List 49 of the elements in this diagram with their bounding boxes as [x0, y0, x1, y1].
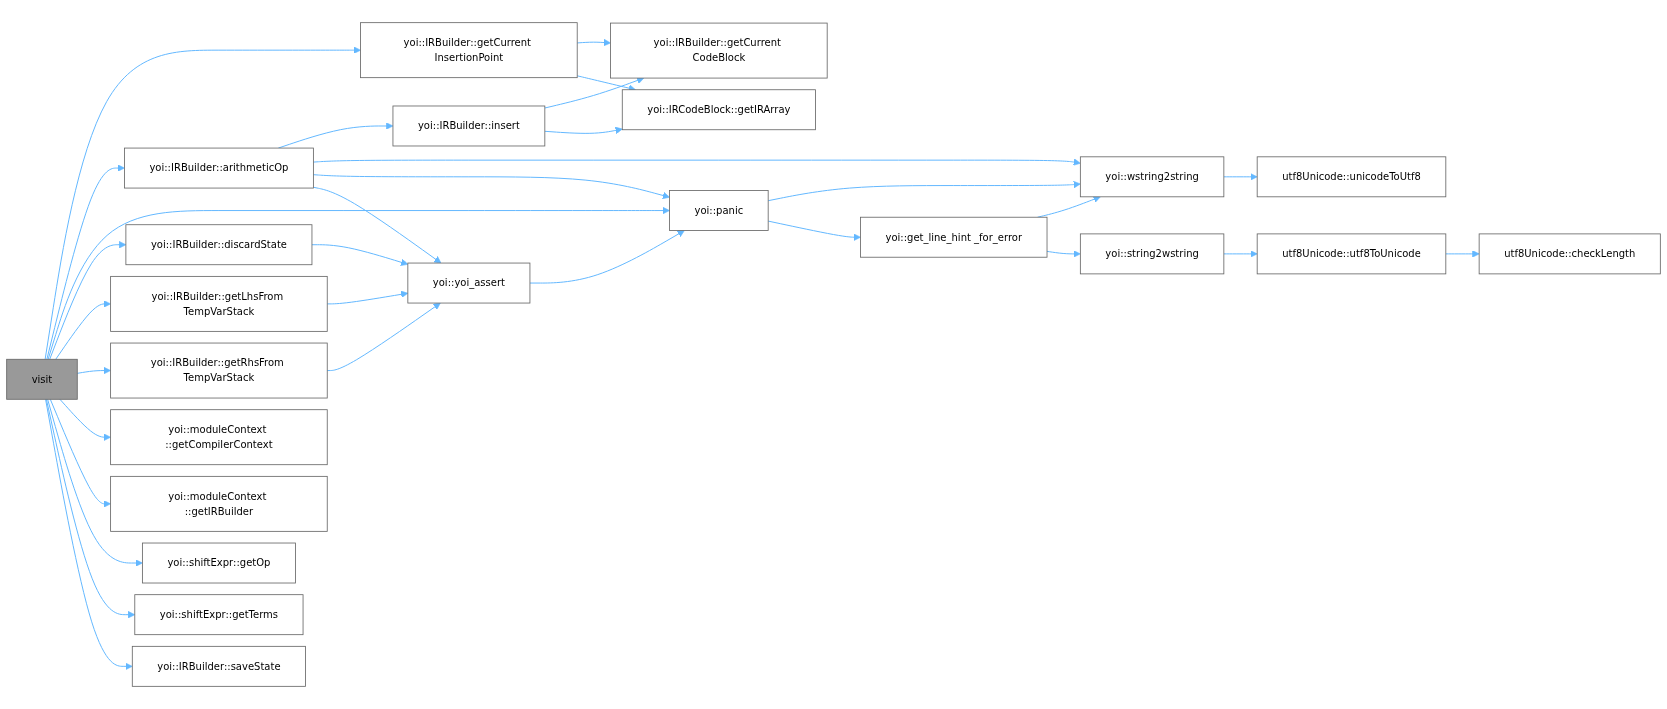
node-box: yoi::IRBuilder::insert: [392, 105, 546, 147]
node-box: visit: [6, 358, 78, 400]
node-box: yoi::IRBuilder::getCurrent CodeBlock: [610, 22, 828, 79]
node-box: yoi::get_line_hint _for_error: [860, 216, 1048, 258]
arrow: [47, 206, 670, 360]
node-box: yoi::moduleContext ::getCompilerContext: [110, 409, 328, 466]
node-box: yoi::string2wstring: [1079, 233, 1225, 275]
node-box: yoi::yoi_assert: [407, 262, 531, 304]
node-box: yoi::IRBuilder::arithmeticOp: [124, 147, 314, 189]
arrow: [326, 290, 409, 305]
arrow: [767, 180, 1081, 202]
arrow: [767, 220, 861, 241]
arrow: [1223, 250, 1258, 258]
arrow: [76, 366, 111, 375]
node-box: yoi::IRBuilder::getRhsFrom TempVarStack: [110, 342, 328, 399]
arrow: [1046, 250, 1081, 258]
arrow: [311, 244, 409, 266]
arrow: [59, 398, 111, 441]
node-box: yoi::IRCodeBlock::getIRArray: [621, 89, 816, 131]
arrow: [47, 398, 143, 567]
arrow: [326, 302, 441, 372]
node-box: yoi::IRBuilder::saveState: [131, 645, 306, 687]
node-box: yoi::IRBuilder::getLhsFrom TempVarStack: [110, 275, 328, 332]
arrow: [44, 46, 361, 360]
node-box: yoi::shiftExpr::getOp: [142, 542, 296, 584]
arrow: [312, 158, 1081, 166]
arrow: [529, 230, 685, 284]
arrow: [49, 241, 127, 360]
node-box: utf8Unicode::checkLength: [1478, 233, 1661, 275]
arrow: [312, 186, 442, 264]
arrow: [1223, 173, 1258, 181]
arrow: [49, 398, 111, 508]
arrow: [45, 398, 136, 619]
node-box: yoi::wstring2string: [1079, 156, 1225, 198]
arrow: [46, 164, 125, 360]
node-box: yoi::shiftExpr::getTerms: [134, 594, 304, 636]
arrow: [576, 38, 611, 47]
arrow: [544, 126, 623, 134]
node-box: yoi::IRBuilder::getCurrent InsertionPoint: [360, 22, 578, 79]
arrow: [312, 174, 670, 200]
node-box: yoi::moduleContext ::getIRBuilder: [110, 475, 328, 532]
arrow: [45, 398, 133, 670]
arrow: [544, 76, 645, 109]
arrow: [55, 300, 111, 360]
node-box: utf8Unicode::unicodeToUtf8: [1256, 156, 1447, 198]
node-box: yoi::panic: [669, 190, 769, 231]
arrow: [1445, 250, 1480, 258]
node-box: utf8Unicode::utf8ToUnicode: [1256, 233, 1447, 275]
node-box: yoi::IRBuilder::discardState: [125, 224, 313, 266]
